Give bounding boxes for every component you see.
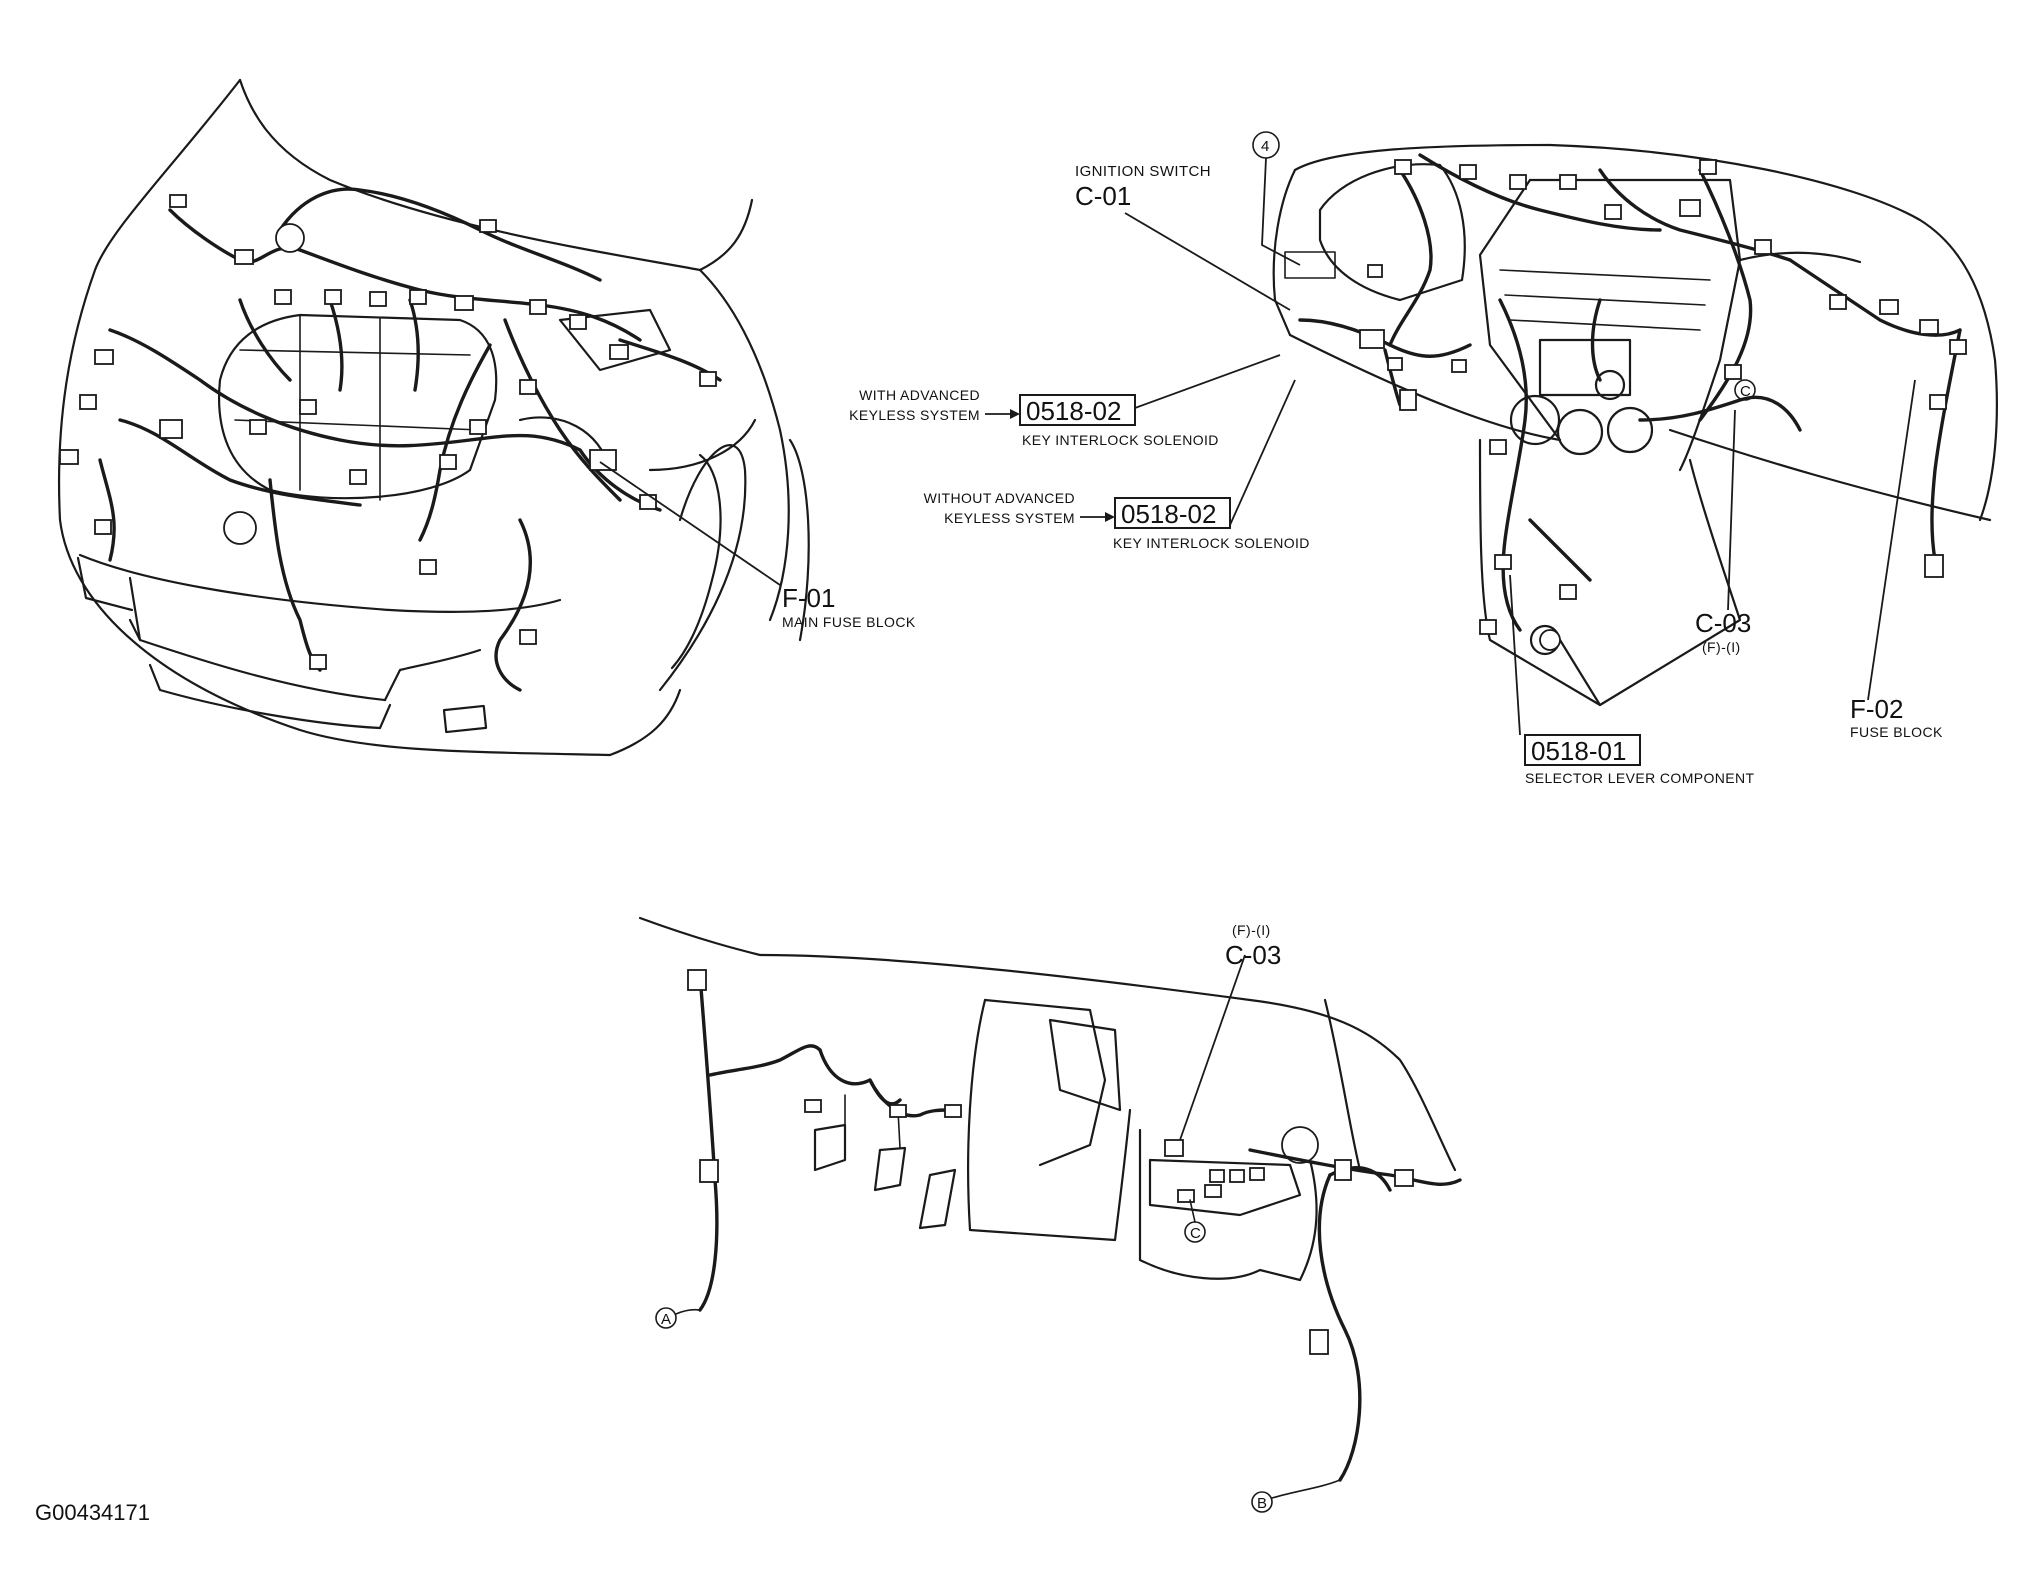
selector-lever-name: SELECTOR LEVER COMPONENT — [1525, 770, 1755, 786]
key-interlock-with-name: KEY INTERLOCK SOLENOID — [1022, 432, 1219, 448]
with-advanced-keyless-line1: WITH ADVANCED — [859, 387, 980, 403]
selector-lever-code-box — [1524, 734, 1641, 766]
c03-dash-position: (F)-(I) — [1702, 639, 1741, 655]
c03-floor-code: C-03 — [1225, 940, 1281, 970]
marker-c-floor-label: C — [1190, 1225, 1201, 1242]
arrow-head-with — [1010, 409, 1020, 419]
selector-lever-code: 0518-01 — [1531, 736, 1626, 766]
marker-c-dash — [1734, 379, 1756, 401]
fuse-block-code: F-02 — [1850, 694, 1903, 724]
ignition-switch-label: IGNITION SWITCH — [1075, 163, 1211, 180]
c03-floor-position: (F)-(I) — [1232, 922, 1271, 938]
figure-id: G00434171 — [35, 1500, 150, 1525]
without-advanced-keyless-line2: KEYLESS SYSTEM — [944, 510, 1075, 526]
key-interlock-without-code-box — [1114, 497, 1231, 529]
key-interlock-without-code: 0518-02 — [1121, 499, 1216, 529]
engine-compartment-view — [57, 78, 810, 757]
marker-b — [1251, 1491, 1273, 1513]
key-interlock-without-name: KEY INTERLOCK SOLENOID — [1113, 535, 1310, 551]
main-fuse-block-label: MAIN FUSE BLOCK — [782, 614, 916, 630]
marker-a — [655, 1307, 677, 1329]
without-advanced-keyless-line1: WITHOUT ADVANCED — [924, 490, 1075, 506]
marker-a-label: A — [661, 1311, 671, 1328]
c03-dash-code: C-03 — [1695, 608, 1751, 638]
marker-c-dash-label: C — [1740, 383, 1751, 400]
footwell-view — [638, 916, 1462, 1482]
dashboard-view — [1124, 131, 1998, 736]
key-interlock-with-code-box — [1019, 394, 1136, 426]
main-fuse-block-code: F-01 — [782, 583, 835, 613]
arrow-head-without — [1105, 512, 1115, 522]
fuse-block-label: FUSE BLOCK — [1850, 724, 1943, 740]
key-interlock-with-code: 0518-02 — [1026, 396, 1121, 426]
ignition-switch-code: C-01 — [1075, 181, 1131, 211]
marker-4: 4 — [1261, 138, 1269, 155]
with-advanced-keyless-line2: KEYLESS SYSTEM — [849, 407, 980, 423]
marker-b-label: B — [1257, 1495, 1267, 1512]
